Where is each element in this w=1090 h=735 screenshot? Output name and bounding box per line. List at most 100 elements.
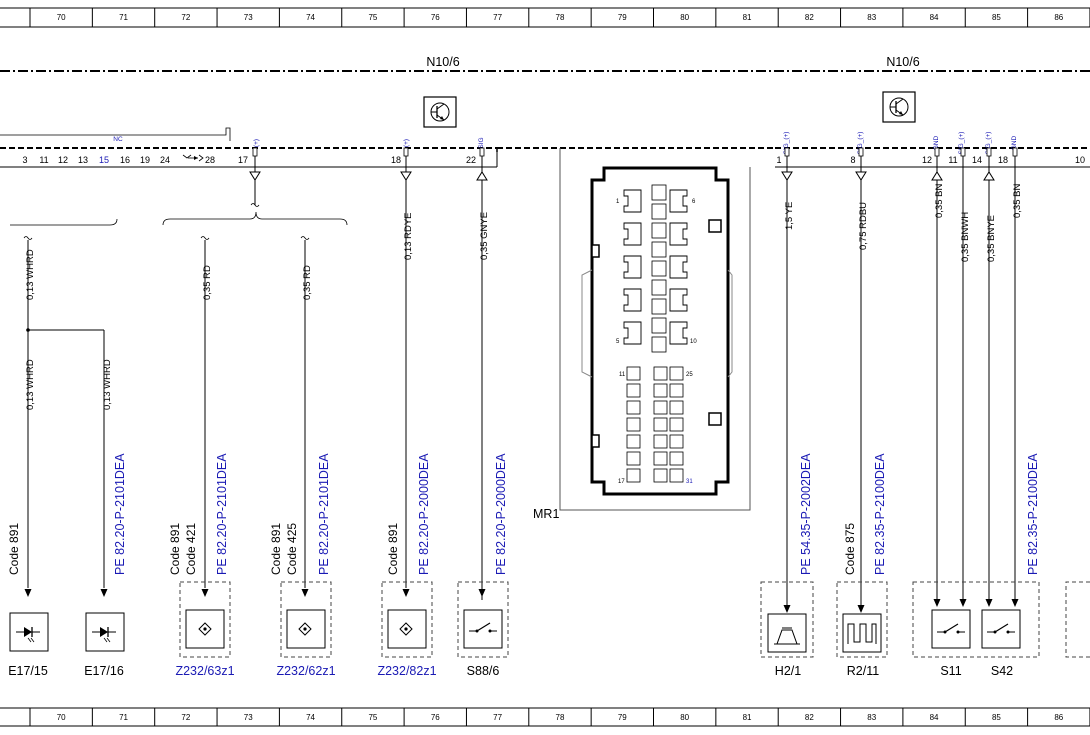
component-label[interactable]: Z232/63z1 [175,664,234,678]
wire-label: 0,35 BNYE [986,215,997,262]
component-label: S42 [991,664,1013,678]
wire-arrow [985,599,993,607]
pin-sig-label: GND [933,135,940,150]
ruler-number: 71 [119,713,128,722]
ruler-number: 76 [431,713,440,722]
connector-pin-17: 17 [618,479,625,485]
connector-slot [651,298,667,315]
ruler-number: 78 [556,713,565,722]
ruler-number: 86 [1054,13,1063,22]
ruler-number: 80 [680,713,689,722]
wire-label: 0,13 RDYE [403,212,414,260]
component-label: S88/6 [467,664,500,678]
switch-icon [469,622,497,633]
connector-slot [669,255,688,279]
connector-slot [623,255,642,279]
ruler-number: 76 [431,13,440,22]
pin-number: 11 [948,155,957,165]
pin-sig-label: SIG [478,137,485,148]
transistor-icon-left [423,96,457,128]
wire-arrow [857,605,865,613]
suppressor-icon [298,622,312,636]
ruler-number: 75 [368,713,377,722]
component-label[interactable]: Z232/62z1 [276,664,335,678]
reference-link[interactable]: PE 82.20-P-2000DEA [417,453,431,575]
component-label: E17/15 [8,664,48,678]
connector-slot [651,317,667,334]
wire-break [200,236,210,240]
ruler-number: 78 [556,13,565,22]
connector-slot [651,222,667,239]
pin-sig-label: (+) [253,139,260,147]
ruler-number: 82 [805,13,814,22]
reference-link[interactable]: PE 82.20-P-2101DEA [215,453,229,575]
connector-slot [626,468,641,483]
pin-stub [784,147,790,157]
ruler-number: 84 [930,13,939,22]
ruler-number: 82 [805,713,814,722]
component-label: H2/1 [775,664,801,678]
ruler-number: 73 [244,13,253,22]
wire-label: 0,35 BN [1012,184,1023,218]
components [9,581,1090,658]
wire-arrow [301,589,309,597]
component-frame [912,581,1040,658]
switch-icon [937,623,965,634]
wire-label: 0,35 BNWH [960,212,971,262]
connector-slot [669,468,684,483]
connector-slot [626,400,641,415]
wire-arrow [478,589,486,597]
ruler-number: 74 [306,713,315,722]
connector-slot [626,417,641,432]
component-label: E17/16 [84,664,124,678]
ruler-number: 83 [867,13,876,22]
wire-arrow [100,589,108,597]
ruler-number: 77 [493,13,502,22]
wire-label: 0,35 BN [934,184,945,218]
connector-pin-1: 1 [616,199,620,205]
connector-slot [623,189,642,213]
reference-link[interactable]: PE 82.35-P-2100DEA [873,453,887,575]
reference-link[interactable]: PE 82.20-P-2101DEA [113,453,127,575]
pin-number: 12 [58,155,68,165]
reference-link[interactable]: PE 54.35-P-2002DEA [799,453,813,575]
pin-sig-label: SIG_(+) [857,132,864,155]
led-icon [16,627,40,643]
wire-arrow [201,589,209,597]
reference-link[interactable]: PE 82.20-P-2000DEA [494,453,508,575]
code-label: Code 425 [285,523,299,575]
component-box [463,609,503,649]
component-box [842,613,882,653]
connector-slot [669,417,684,432]
component-label[interactable]: Z232/82z1 [377,664,436,678]
component-label: S11 [940,664,961,678]
reference-link[interactable]: PE 82.35-P-2100DEA [1026,453,1040,575]
connector-slot [653,468,668,483]
component-frame [836,581,888,658]
pin-number: 28 [205,155,215,165]
connector-pin-25: 25 [686,372,693,378]
connector-slot [623,222,642,246]
ruler-number: 73 [244,713,253,722]
ruler-number: 79 [618,713,627,722]
connector-slot [651,260,667,277]
wire-break [250,203,260,207]
heater-icon [847,623,877,644]
wire-arrow [783,605,791,613]
connector-pin-11: 11 [619,372,626,378]
horn-icon [774,627,800,645]
code-label: Code 891 [269,523,283,575]
pin-number: 16 [120,155,130,165]
connector-slot [669,321,688,345]
ruler-number: 86 [1054,713,1063,722]
pin-stub [252,147,258,157]
ruler-number: 79 [618,13,627,22]
nc-label: NC [113,136,123,143]
wire-arrow [1011,599,1019,607]
ruler-number: 71 [119,13,128,22]
mr1-connector: MR1 1 6 5 10 11 25 17 31 [533,148,751,521]
reference-link[interactable]: PE 82.20-P-2101DEA [317,453,331,575]
pin-number: 18 [391,155,401,165]
